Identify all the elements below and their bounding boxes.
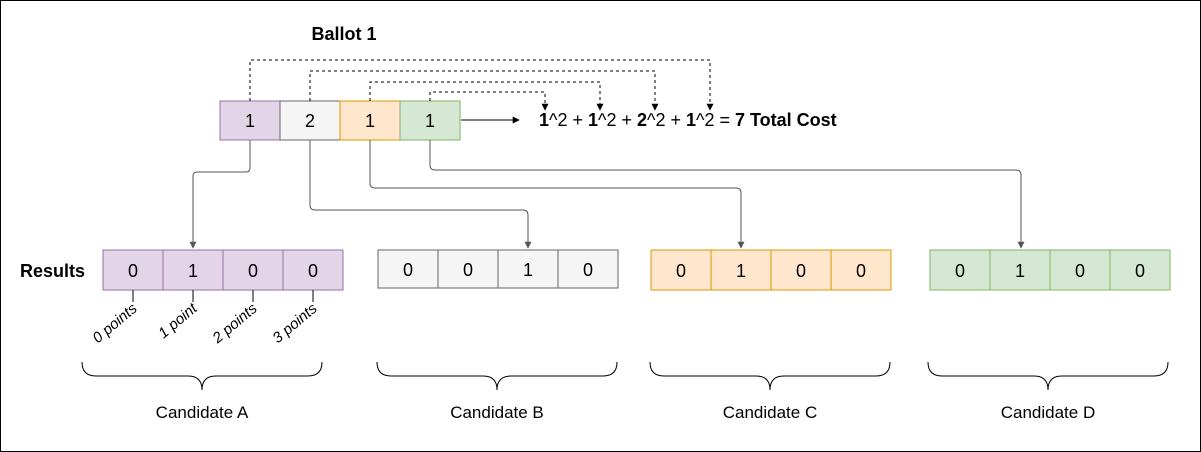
result-cell-box (989, 249, 1051, 291)
points-label-3: 3 points (269, 300, 321, 347)
result-cell-box (1109, 249, 1171, 291)
candidate-b-results: 0 0 1 0 (377, 249, 619, 289)
ballot-cell-box (219, 100, 281, 141)
points-ticks (132, 290, 314, 302)
result-cell: 1 (1015, 261, 1025, 281)
dashed-connector-1 (249, 59, 714, 111)
formula-term-3: 2 (637, 110, 647, 130)
formula-term-1: 1 (539, 110, 549, 130)
formula-op-4: ^2 = (696, 110, 735, 130)
brace-candidate-a (81, 361, 323, 391)
brace-candidate-d (927, 361, 1169, 391)
ballot-row: 1 2 1 1 (219, 100, 461, 141)
connector-candidate-a (189, 140, 251, 249)
result-cell: 0 (583, 260, 593, 280)
connector-candidate-c (369, 140, 745, 249)
ballot-cell-4: 1 (399, 100, 461, 141)
result-cell: 0 (1075, 261, 1085, 281)
result-cell: 1 (188, 261, 198, 281)
result-cell: 1 (736, 261, 746, 281)
ballot-cell-2: 2 (279, 100, 341, 141)
result-cell: 0 (403, 260, 413, 280)
result-cell: 0 (308, 261, 318, 281)
ballot-cell-3: 1 (339, 100, 401, 141)
ballot-cell-1: 1 (219, 100, 281, 141)
dashed-connector-2 (309, 70, 659, 111)
result-cell: 0 (676, 261, 686, 281)
result-cell: 0 (128, 261, 138, 281)
ballot-cell-value: 1 (245, 111, 255, 131)
connector-candidate-b (309, 140, 532, 249)
candidate-d-label: Candidate D (1001, 403, 1096, 422)
cost-formula: 1^2 + 1^2 + 2^2 + 1^2 = 7 Total Cost (539, 110, 837, 130)
result-cell: 0 (248, 261, 258, 281)
brace-candidate-c (649, 361, 891, 391)
formula-term-4: 1 (686, 110, 696, 130)
points-label-0: 0 points (89, 300, 141, 347)
brace-candidate-b (376, 361, 618, 391)
result-cell: 1 (523, 260, 533, 280)
dashed-connector-4 (429, 91, 549, 111)
result-cell-box (222, 249, 284, 291)
candidate-c-results: 0 1 0 0 (650, 249, 892, 291)
result-cell-box (710, 249, 772, 291)
result-cell-box (770, 249, 832, 291)
result-cell-box (557, 249, 619, 289)
candidate-b-label: Candidate B (450, 403, 544, 422)
result-connectors (189, 140, 1025, 249)
formula-total: 7 Total Cost (735, 110, 837, 130)
result-cell-box (1049, 249, 1111, 291)
ballot-title: Ballot 1 (311, 24, 376, 44)
result-cell: 0 (1135, 261, 1145, 281)
ballot-cell-value: 1 (365, 111, 375, 131)
candidate-a-label: Candidate A (156, 403, 249, 422)
connector-candidate-d (429, 140, 1025, 249)
candidate-d-results: 0 1 0 0 (929, 249, 1171, 291)
dashed-connector-3 (369, 81, 604, 111)
candidate-c-label: Candidate C (723, 403, 818, 422)
result-cell: 0 (856, 261, 866, 281)
ballot-cell-value: 2 (305, 111, 315, 131)
result-cell: 0 (463, 260, 473, 280)
results-label: Results (20, 261, 85, 281)
candidate-a-results: 0 1 0 0 (102, 249, 344, 291)
result-cell: 0 (955, 261, 965, 281)
candidate-braces (81, 361, 1169, 391)
result-cell-box (282, 249, 344, 291)
points-label-1: 1 point (155, 300, 201, 343)
formula-op-1: ^2 + (549, 110, 588, 130)
formula-op-2: ^2 + (598, 110, 637, 130)
formula-op-3: ^2 + (647, 110, 686, 130)
ballot-cell-value: 1 (425, 111, 435, 131)
result-cell-box (650, 249, 712, 291)
result-cell: 0 (796, 261, 806, 281)
result-cell-box (437, 249, 499, 289)
dashed-connectors (249, 59, 714, 111)
points-label-2: 2 points (209, 300, 261, 348)
result-cell-box (830, 249, 892, 291)
formula-term-2: 1 (588, 110, 598, 130)
